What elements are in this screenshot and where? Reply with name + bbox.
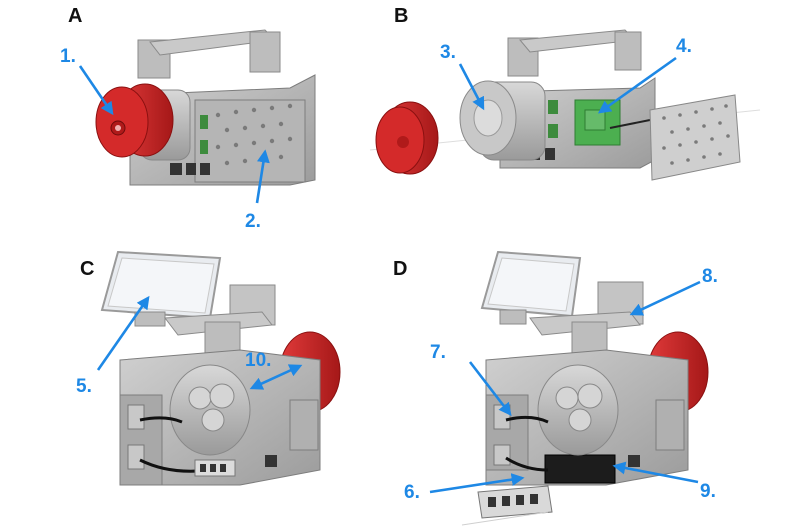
callout-arrow-4: [597, 56, 677, 114]
lens-barrel: [537, 364, 619, 456]
panel-d: D: [393, 250, 718, 526]
callout-arrow-10: [249, 364, 303, 390]
callout-arrow-1: [78, 65, 114, 116]
panel-letter-d: D: [393, 258, 407, 280]
callout-arrow-6: [429, 473, 525, 494]
lens-assembly: [95, 83, 191, 161]
detached-connector-tray: [461, 485, 553, 526]
cable: [139, 416, 183, 424]
callout-label-7: 7.: [430, 342, 446, 363]
detached-lens-cap: [375, 101, 439, 175]
callout-label-10: 10.: [245, 350, 271, 371]
panel-b: B: [369, 5, 761, 181]
callout-arrow-8: [629, 280, 701, 316]
callout-arrow-2: [255, 149, 270, 204]
callout-arrow-3: [458, 63, 485, 111]
lens-barrel: [459, 80, 546, 161]
callout-label-1: 1.: [60, 46, 76, 67]
detached-side-plate: [649, 94, 741, 181]
panel-c: C: [76, 250, 341, 486]
callout-arrow-7: [468, 361, 512, 417]
camera-handle: [137, 29, 281, 79]
callout-label-8: 8.: [702, 266, 718, 287]
callout-arrow-9: [612, 461, 699, 484]
sensor-board: [574, 99, 651, 146]
perforated-side-plate: [215, 103, 293, 166]
camera-handle: [164, 284, 276, 361]
callout-label-5: 5.: [76, 376, 92, 397]
panel-letter-b: B: [394, 5, 408, 27]
panel-letter-a: A: [68, 5, 82, 27]
panel-letter-c: C: [80, 258, 94, 280]
display-screen: [480, 250, 582, 325]
callout-label-2: 2.: [245, 211, 261, 232]
callout-label-4: 4.: [676, 36, 692, 57]
connector-block: [194, 459, 236, 477]
panel-a: A: [60, 5, 316, 232]
cable: [505, 456, 549, 472]
callout-label-3: 3.: [440, 42, 456, 63]
lens-barrel: [169, 364, 251, 456]
display-screen: [100, 250, 222, 327]
cable: [505, 415, 549, 424]
callout-arrow-5: [96, 295, 150, 371]
camera-handle: [507, 29, 642, 77]
callout-label-6: 6.: [404, 482, 420, 503]
callout-label-9: 9.: [700, 481, 716, 502]
internal-board: [544, 454, 616, 484]
